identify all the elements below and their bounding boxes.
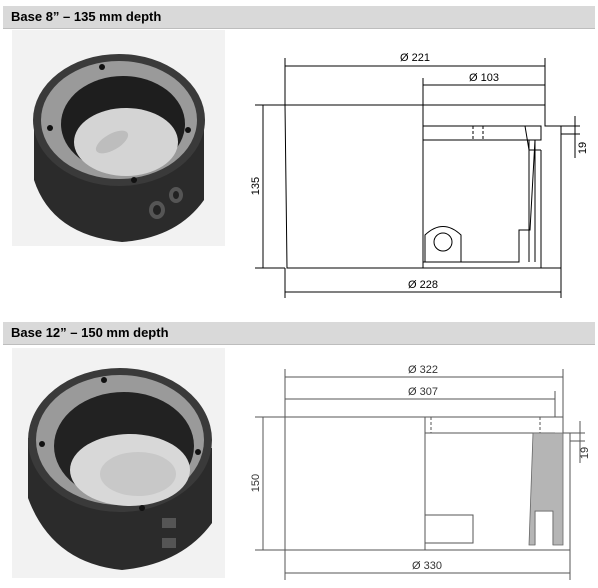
product-photo-12in-base	[12, 348, 225, 578]
dim-inner-diameter: Ø 307	[408, 386, 438, 398]
dim-inner-diameter: Ø 103	[469, 72, 499, 84]
technical-drawing-8in-base: Ø 221 Ø 103 135 19 Ø 228	[250, 52, 589, 298]
technical-drawing-12in-base: Ø 322 Ø 307 150 19 Ø 330	[250, 364, 590, 580]
dim-lip: 19	[577, 142, 589, 154]
dim-height: 135	[250, 177, 262, 195]
section-header-8in: Base 8” – 135 mm depth	[3, 6, 595, 29]
section-title: Base 12” – 150 mm depth	[11, 325, 169, 340]
dim-top-diameter: Ø 322	[408, 364, 438, 376]
section-header-12in: Base 12” – 150 mm depth	[3, 322, 595, 345]
dim-top-diameter: Ø 221	[400, 52, 430, 64]
dim-bottom-diameter: Ø 330	[412, 560, 442, 572]
dim-height: 150	[250, 474, 262, 492]
dim-bottom-diameter: Ø 228	[408, 279, 438, 291]
dim-lip: 19	[579, 447, 590, 459]
section-title: Base 8” – 135 mm depth	[11, 9, 162, 24]
product-photo-8in-base	[12, 30, 225, 246]
